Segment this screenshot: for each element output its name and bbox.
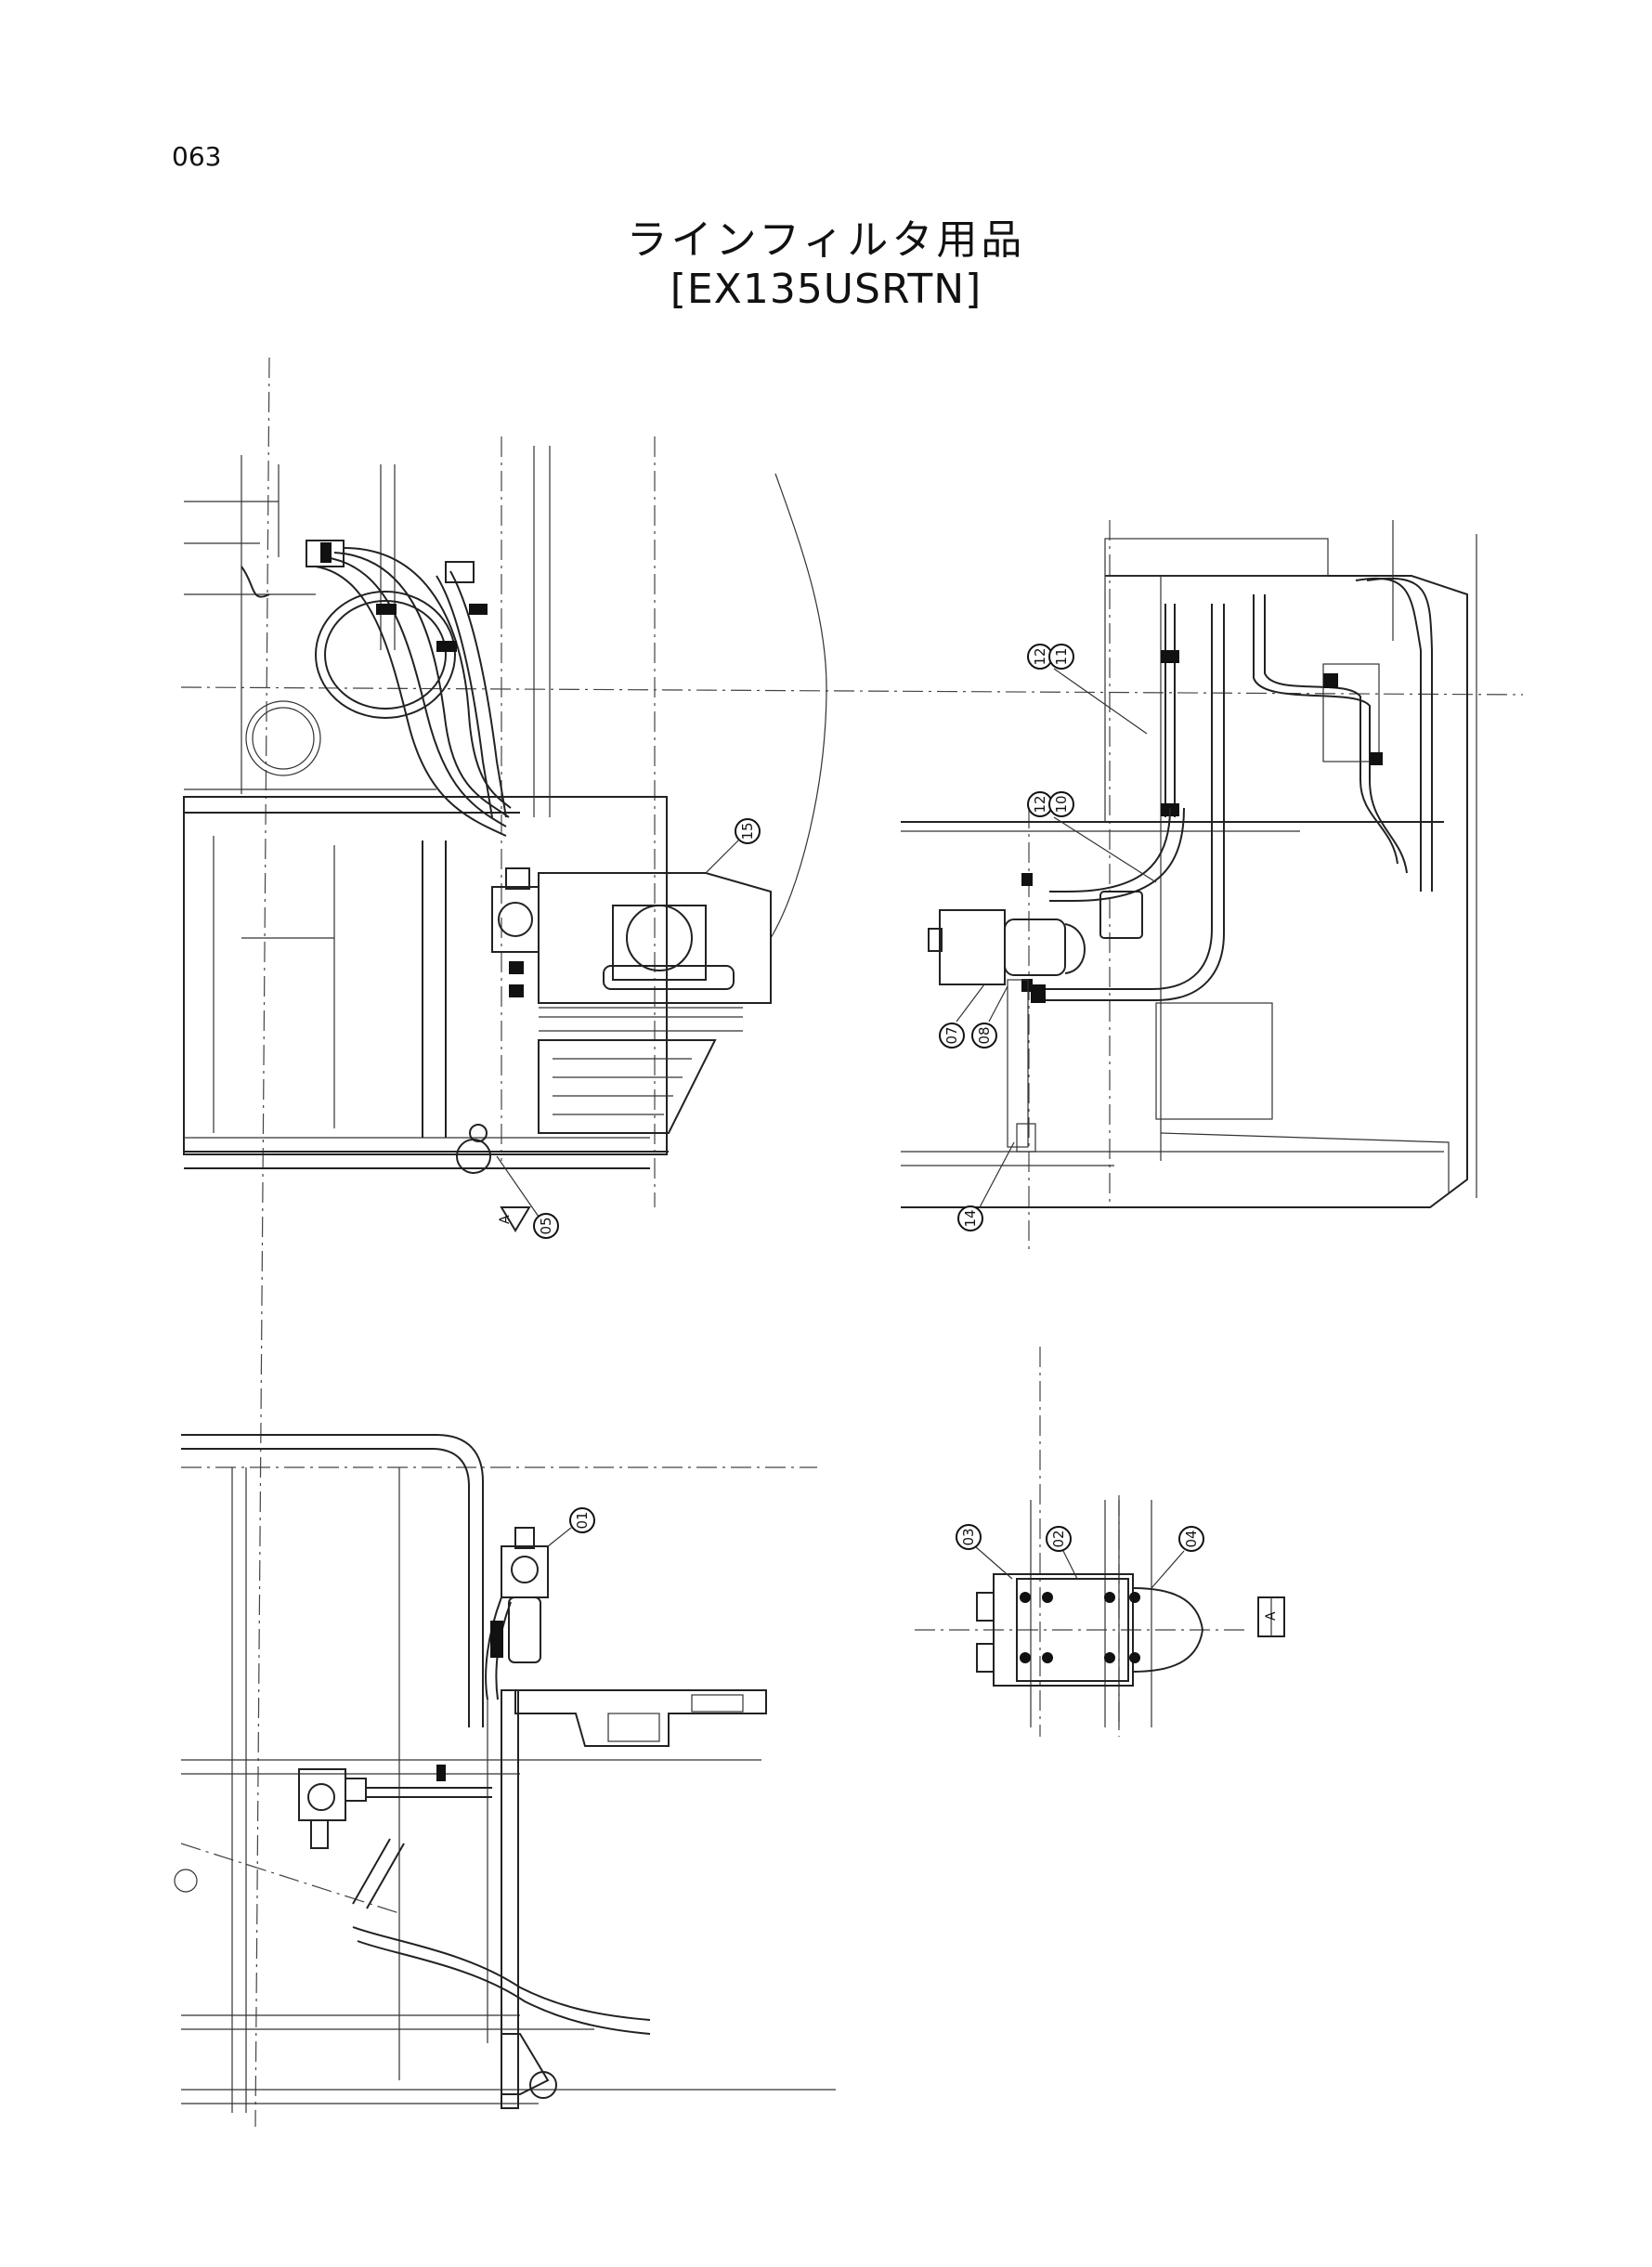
arrow-a-label: A: [498, 1215, 513, 1224]
centerlines: [180, 357, 1524, 2128]
callout-01: 01: [569, 1507, 595, 1533]
callout-10: 10: [1048, 791, 1074, 817]
svg-text:12: 12: [1032, 647, 1048, 665]
callout-15: 15: [735, 818, 761, 844]
page-number: 063: [172, 141, 222, 172]
callout-02: 02: [1046, 1526, 1072, 1552]
svg-text:08: 08: [976, 1026, 993, 1044]
svg-text:01: 01: [574, 1511, 591, 1529]
svg-text:07: 07: [943, 1026, 960, 1044]
callouts: 15 05 12 11 12 10 07 08: [533, 644, 1204, 1552]
model-subtitle: [EX135USRTN]: [670, 266, 982, 313]
svg-text:10: 10: [1053, 795, 1070, 813]
view-top-right: [901, 520, 1477, 1208]
svg-text:15: 15: [739, 822, 756, 840]
callout-14: 14: [957, 1205, 983, 1231]
callout-03: 03: [956, 1524, 982, 1550]
view-a-label: A: [1264, 1611, 1279, 1621]
callout-04: 04: [1178, 1526, 1204, 1552]
callout-05: 05: [533, 1213, 559, 1239]
svg-text:14: 14: [962, 1209, 979, 1227]
view-top-left: A: [183, 446, 827, 1232]
svg-text:12: 12: [1032, 795, 1048, 813]
svg-text:11: 11: [1053, 647, 1070, 665]
view-bottom-left: [174, 1434, 836, 2113]
callout-12-upper: 12: [1027, 644, 1053, 670]
callout-12-lower: 12: [1027, 791, 1053, 817]
svg-text:03: 03: [960, 1528, 977, 1545]
view-a-detail: A: [974, 1500, 1285, 1727]
svg-text:05: 05: [538, 1217, 554, 1234]
callout-07: 07: [939, 1023, 965, 1049]
page-title: ラインフィルタ用品: [626, 216, 1026, 264]
svg-text:02: 02: [1050, 1530, 1067, 1547]
callout-11: 11: [1048, 644, 1074, 670]
callout-08: 08: [971, 1023, 997, 1049]
svg-text:04: 04: [1183, 1530, 1200, 1547]
